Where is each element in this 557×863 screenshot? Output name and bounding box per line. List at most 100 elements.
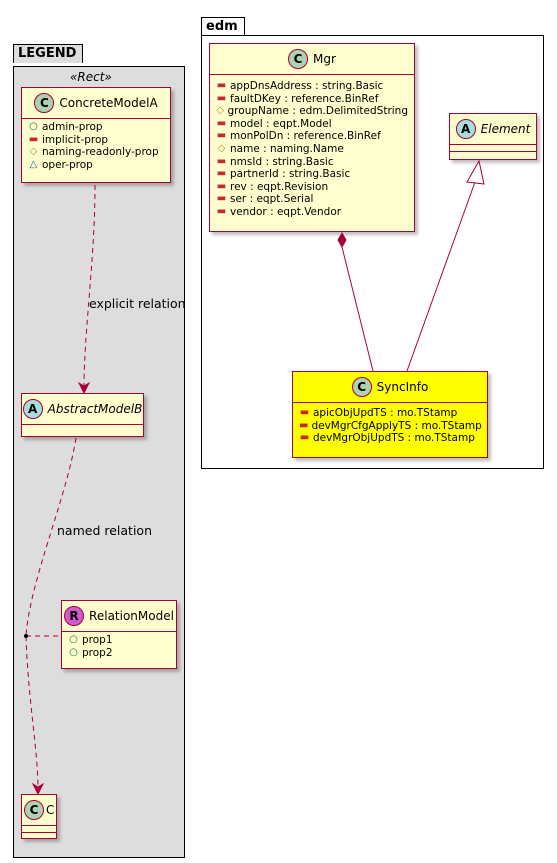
composition-line — [341, 246, 374, 372]
explicit-relation-line — [83, 184, 96, 389]
private-visibility-icon: ▬ — [216, 130, 227, 142]
relation-badge-icon: R — [64, 606, 85, 626]
protected-visibility-icon: ◇ — [217, 142, 226, 154]
attribute-row: ▬nmsId : string.Basic — [216, 156, 408, 169]
abstract-badge-icon: A — [455, 119, 476, 139]
public-visibility-icon: ○ — [69, 634, 78, 645]
class-concrete-model-a[interactable]: C ConcreteModelA ○ admin-prop ▬ implicit… — [21, 87, 171, 183]
attribute-text: prop2 — [82, 646, 113, 659]
class-separator — [293, 402, 487, 403]
class-separator — [22, 825, 56, 826]
private-visibility-icon: ▬ — [216, 155, 227, 167]
edm-package-tab: edm — [201, 17, 245, 36]
class-name: SyncInfo — [376, 380, 429, 394]
class-mgr[interactable]: C Mgr ▬appDnsAddress : string.Basic ▬fau… — [209, 43, 415, 232]
private-visibility-icon: ▬ — [299, 419, 309, 431]
attribute-text: partnerId : string.Basic — [230, 168, 351, 181]
named-relation-line-lower — [25, 635, 39, 790]
class-header: R RelationModel — [62, 601, 176, 631]
class-separator — [450, 151, 536, 152]
attribute-row: ▬vendor : eqpt.Vendor — [216, 206, 408, 219]
attribute-text: oper-prop — [42, 158, 93, 171]
attribute-row: ▬model : eqpt.Model — [216, 118, 408, 131]
attribute-row: ◇ naming-readonly-prop — [28, 146, 164, 159]
attribute-text: admin-prop — [42, 121, 103, 133]
attribute-row: ◇ name : naming.Name — [216, 143, 408, 156]
attribute-row: ▬devMgrCfgApplyTS : mo.TStamp — [299, 419, 482, 433]
attribute-row: ▬partnerId : string.Basic — [216, 168, 408, 181]
class-separator — [450, 144, 536, 145]
class-header: C Mgr — [210, 44, 414, 74]
private-visibility-icon: ▬ — [299, 407, 310, 418]
attribute-row: ○ prop1 — [68, 634, 170, 647]
attribute-row: ▬rev : eqpt.Revision — [216, 181, 408, 194]
class-header: A AbstractModelB — [22, 394, 143, 424]
class-c[interactable]: C C — [21, 794, 57, 839]
attribute-text: ser : eqpt.Serial — [230, 193, 314, 206]
private-visibility-icon: ▬ — [216, 180, 227, 192]
class-separator — [22, 832, 56, 833]
class-name: Element — [480, 122, 531, 136]
attribute-row: △ oper-prop — [28, 159, 164, 172]
class-name: ConcreteModelA — [59, 96, 158, 110]
private-visibility-icon: ▬ — [216, 80, 227, 91]
generalization-line — [406, 181, 476, 372]
private-visibility-icon: ▬ — [216, 168, 227, 180]
class-header: A Element — [450, 114, 536, 144]
private-visibility-icon: ▬ — [28, 133, 39, 145]
class-header: C C — [22, 795, 56, 825]
class-sync-info[interactable]: C SyncInfo ▬apicObjUpdTS : mo.TStamp ▬de… — [292, 371, 488, 458]
attribute-text: prop1 — [82, 634, 113, 646]
explicit-relation-label: explicit relation — [89, 296, 186, 311]
abstract-badge-icon: A — [22, 399, 43, 419]
attribute-row: ▬appDnsAddress : string.Basic — [216, 80, 408, 93]
protected-visibility-icon: ◇ — [29, 146, 38, 158]
class-attributes: ○ prop1 ○ prop2 — [62, 632, 176, 662]
package-visibility-icon: △ — [29, 158, 38, 170]
class-separator — [22, 424, 143, 425]
attribute-text: implicit-prop — [42, 133, 109, 146]
attribute-text: vendor : eqpt.Vendor — [230, 205, 342, 218]
private-visibility-icon: ▬ — [216, 193, 227, 205]
attribute-row: ▬devMgrObjUpdTS : mo.TStamp — [299, 432, 481, 445]
class-separator — [22, 118, 170, 119]
class-header: C ConcreteModelA — [22, 88, 170, 118]
named-relation-line-upper — [25, 437, 77, 637]
class-attributes: ○ admin-prop ▬ implicit-prop ◇ naming-re… — [22, 119, 170, 174]
attribute-text: faultDKey : reference.BinRef — [230, 92, 379, 105]
named-relation-arrowhead — [31, 782, 45, 796]
attribute-text: devMgrObjUpdTS : mo.TStamp — [313, 432, 475, 445]
class-element[interactable]: A Element — [449, 113, 537, 160]
attribute-row: ▬faultDKey : reference.BinRef — [216, 93, 408, 106]
attribute-text: model : eqpt.Model — [230, 117, 332, 130]
class-attributes: ▬apicObjUpdTS : mo.TStamp ▬devMgrCfgAppl… — [293, 403, 487, 448]
attribute-row: ▬ implicit-prop — [28, 134, 164, 147]
legend-package-title: LEGEND — [18, 46, 77, 61]
class-name: C — [46, 803, 55, 817]
class-separator — [210, 74, 414, 75]
edm-package-title: edm — [206, 19, 238, 34]
attribute-row: ▬ser : eqpt.Serial — [216, 193, 408, 206]
composition-diamond — [337, 231, 347, 249]
relation-junction — [24, 634, 28, 638]
class-attributes: ▬appDnsAddress : string.Basic ▬faultDKey… — [210, 75, 414, 222]
explicit-relation-arrowhead — [77, 381, 91, 395]
attribute-text: rev : eqpt.Revision — [230, 180, 329, 193]
class-badge-icon: C — [351, 377, 372, 397]
attribute-text: name : naming.Name — [230, 142, 344, 155]
class-badge-icon: C — [24, 800, 44, 820]
generalization-arrowhead — [466, 159, 485, 185]
public-visibility-icon: ○ — [29, 121, 38, 132]
private-visibility-icon: ▬ — [216, 117, 227, 129]
attribute-text: devMgrCfgApplyTS : mo.TStamp — [311, 419, 482, 432]
attribute-text: appDnsAddress : string.Basic — [230, 80, 384, 92]
private-visibility-icon: ▬ — [299, 432, 310, 444]
class-abstract-model-b[interactable]: A AbstractModelB — [21, 393, 144, 437]
class-relation-model[interactable]: R RelationModel ○ prop1 ○ prop2 — [61, 600, 177, 669]
protected-visibility-icon: ◇ — [216, 105, 225, 117]
class-badge-icon: C — [288, 49, 309, 69]
named-relation-label: named relation — [57, 523, 152, 538]
class-badge-icon: C — [34, 93, 55, 113]
attribute-row: ○ prop2 — [68, 647, 170, 660]
class-header: C SyncInfo — [293, 372, 487, 402]
